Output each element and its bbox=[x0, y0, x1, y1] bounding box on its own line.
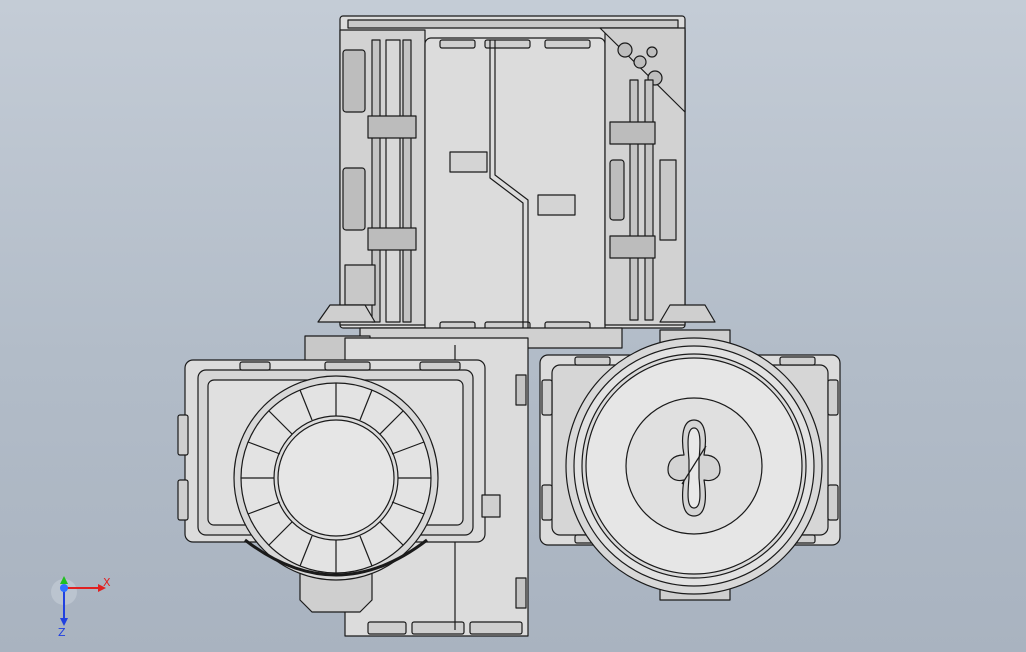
left-drum-inner bbox=[277, 419, 395, 537]
x-axis-label: X bbox=[103, 576, 111, 589]
upper-cabinet bbox=[317, 15, 716, 334]
right-drum-housing bbox=[539, 329, 841, 601]
left-drum-housing bbox=[177, 359, 501, 613]
z-axis-arrowhead bbox=[60, 618, 68, 626]
triad-origin bbox=[60, 584, 68, 592]
orientation-triad: X Z bbox=[51, 576, 111, 638]
z-axis-label: Z bbox=[58, 626, 66, 638]
label-plate-2 bbox=[537, 194, 576, 216]
label-plate-1 bbox=[449, 151, 488, 173]
cabinet-door-panel bbox=[424, 37, 606, 334]
y-axis-arrowhead bbox=[60, 576, 68, 584]
x-axis-arrowhead bbox=[98, 584, 106, 592]
